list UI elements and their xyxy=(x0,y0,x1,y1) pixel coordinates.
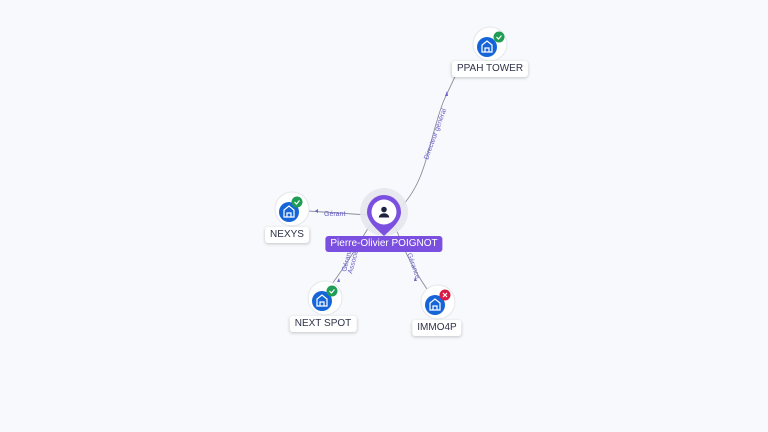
status-check-icon xyxy=(493,31,505,43)
edge-label-ppah: Directeur général xyxy=(423,107,448,160)
company-node-immo4p[interactable] xyxy=(420,284,456,320)
company-label-immo4p[interactable]: IMMO4P xyxy=(412,320,462,336)
company-label-nexys[interactable]: NEXYS xyxy=(265,227,309,243)
building-icon xyxy=(316,294,328,307)
status-check-icon xyxy=(326,285,338,297)
edge-label-nexys: Gérant xyxy=(324,211,345,218)
arrow-ppah xyxy=(445,91,448,96)
arrow-immo4p xyxy=(414,277,417,281)
status-check-icon xyxy=(291,196,303,208)
company-node-nextspot[interactable] xyxy=(307,280,343,316)
building-icon xyxy=(481,40,493,53)
person-name-label[interactable]: Pierre-Olivier POIGNOT xyxy=(325,236,443,252)
building-icon xyxy=(283,205,295,218)
arrow-nexys xyxy=(315,209,318,213)
company-node-nexys[interactable] xyxy=(274,191,310,227)
edge-label-immo4p: Gérance xyxy=(405,252,421,280)
building-icon xyxy=(429,298,441,311)
company-node-ppah[interactable] xyxy=(472,26,508,62)
person-node[interactable] xyxy=(360,188,408,236)
company-label-nextspot[interactable]: NEXT SPOT xyxy=(289,316,357,332)
edge-ppah xyxy=(399,65,461,209)
user-icon xyxy=(378,206,390,218)
company-label-ppah[interactable]: PPAH TOWER xyxy=(451,61,529,77)
arrow-nextspot xyxy=(337,278,340,282)
